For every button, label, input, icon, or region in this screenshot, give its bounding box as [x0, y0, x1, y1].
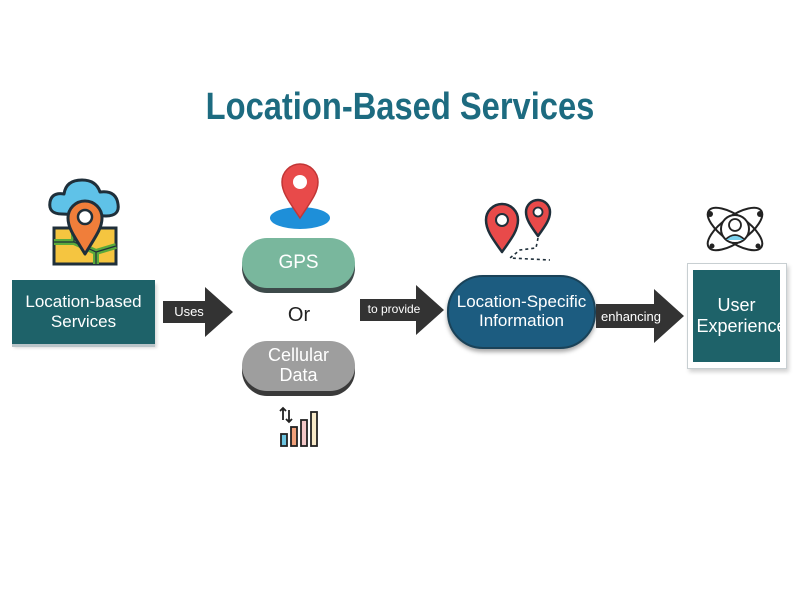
or-label: Or	[287, 304, 311, 326]
uses-label: Uses	[174, 303, 204, 319]
lbs-node: Location-based Services	[12, 280, 155, 344]
enhancing-label: enhancing	[601, 308, 661, 324]
cellular-label: Cellular Data	[267, 345, 330, 385]
enhancing-arrow	[596, 289, 684, 343]
info-label: Location-Specific Information	[456, 292, 587, 330]
user-orbit-icon	[706, 206, 764, 252]
signal-bars-icon	[279, 406, 318, 447]
ux-label: User Experience	[696, 295, 787, 336]
to-provide-arrow	[360, 285, 444, 335]
cloud-map-pin-icon	[48, 178, 120, 266]
ux-node: User Experience	[693, 270, 787, 362]
map-pin-icon	[270, 163, 330, 229]
diagram-title: Location-Based Services	[205, 86, 595, 128]
info-node: Location-Specific Information	[447, 275, 596, 349]
uses-arrow	[163, 287, 233, 337]
cellular-node: Cellular Data	[242, 341, 355, 391]
route-pins-icon	[484, 198, 552, 261]
to-provide-label: to provide	[367, 302, 421, 316]
gps-node: GPS	[242, 238, 355, 288]
